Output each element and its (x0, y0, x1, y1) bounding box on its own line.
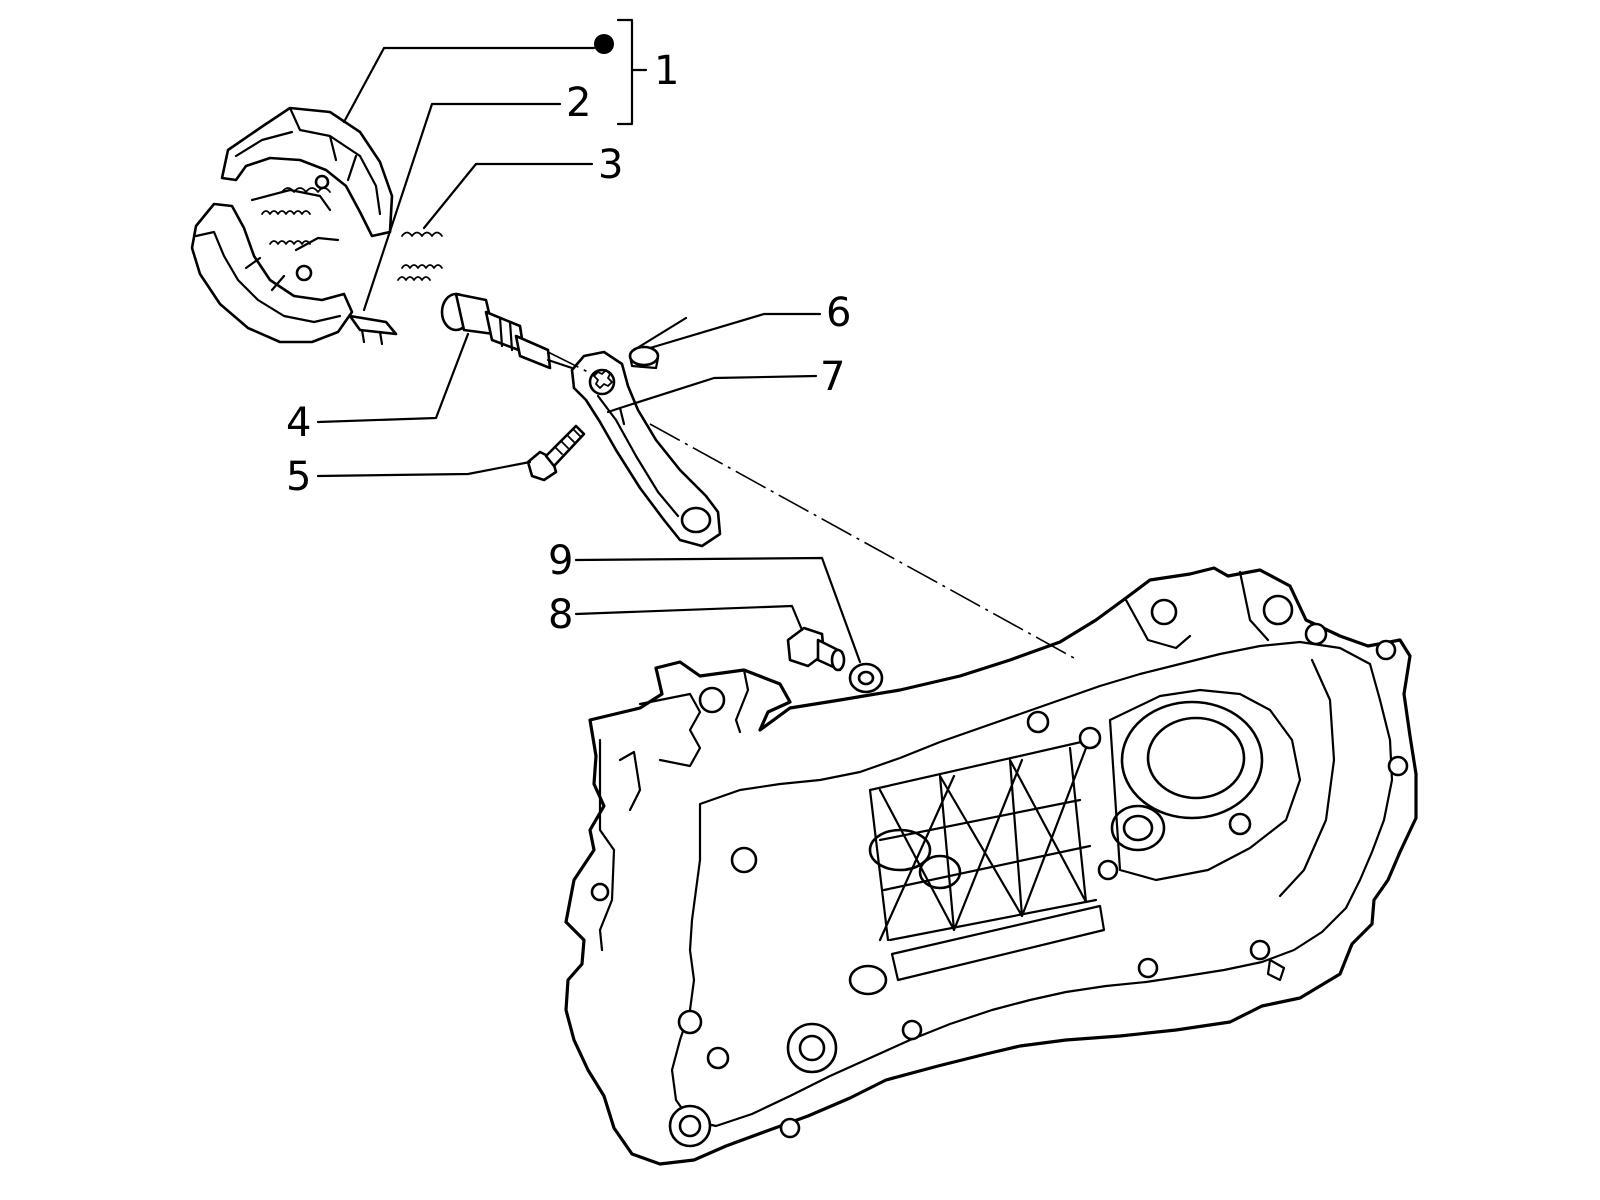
shoe-retaining-plate (348, 314, 398, 346)
callout-9: 9 (548, 538, 573, 584)
callout-6: 6 (826, 290, 851, 336)
crankcase-housing (564, 566, 1418, 1166)
callout-5: 5 (286, 454, 311, 500)
brake-lever (570, 350, 722, 548)
lever-washer (628, 345, 660, 370)
brake-spring (397, 231, 443, 281)
callout-8: 8 (548, 592, 573, 638)
callout-3: 3 (598, 142, 623, 188)
lever-screw (526, 424, 586, 482)
brake-cam-shaft (440, 292, 574, 370)
sealing-washer (848, 662, 884, 694)
callout-leaders (316, 18, 862, 664)
assembly-axis-line (547, 351, 1075, 659)
callout-7: 7 (820, 354, 845, 400)
drain-bolt (786, 626, 846, 672)
callout-1: 1 (654, 48, 679, 94)
callout-2: 2 (566, 80, 591, 126)
brake-shoe-set (190, 106, 394, 344)
callout-4: 4 (286, 400, 311, 446)
callout-1-dot (594, 34, 614, 54)
